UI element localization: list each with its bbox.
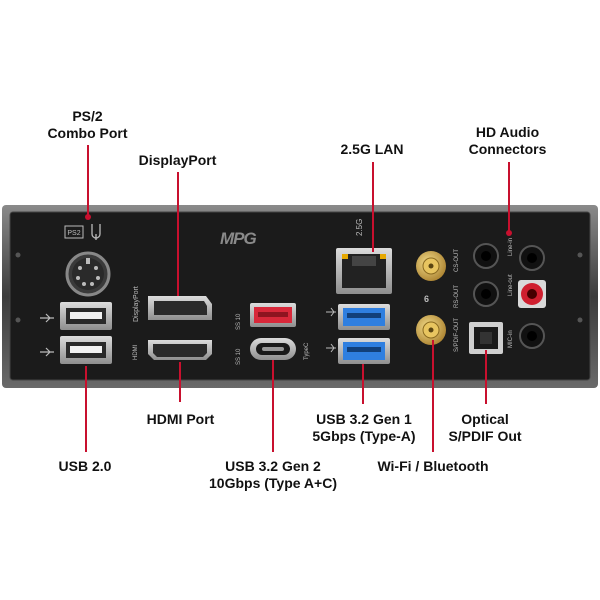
brand-logo: MPG	[220, 229, 257, 248]
svg-text:SS 10: SS 10	[236, 348, 242, 365]
leader-usb32g1	[362, 364, 364, 404]
callout-hd-audio: HD Audio Connectors	[455, 124, 560, 158]
svg-text:6: 6	[424, 294, 429, 304]
lan-port	[336, 248, 392, 294]
usb32g1-ports	[338, 304, 390, 364]
callout-hd-audio-line1: HD Audio	[475, 124, 540, 140]
callout-hdmi: HDMI Port	[128, 411, 233, 428]
hdmi-logo-text: HDMI	[133, 344, 139, 360]
callout-ps2-line2: Combo Port	[47, 125, 128, 141]
callout-displayport: DisplayPort	[120, 152, 235, 169]
leader-hd-audio	[508, 162, 510, 232]
callout-spdif: Optical S/PDIF Out	[438, 411, 532, 445]
audio-jacks	[473, 243, 546, 349]
svg-text:SS 10: SS 10	[236, 313, 242, 330]
leader-spdif	[485, 350, 487, 404]
callout-spdif-line2: S/PDIF Out	[448, 428, 522, 444]
callout-lan-line1: 2.5G LAN	[340, 141, 404, 157]
callout-usb32g2: USB 3.2 Gen 2 10Gbps (Type A+C)	[198, 458, 348, 492]
usb32g2-typea-port	[250, 303, 296, 327]
leader-displayport	[177, 172, 179, 296]
svg-text:PS2: PS2	[67, 230, 80, 237]
callout-ps2: PS/2 Combo Port	[30, 108, 145, 142]
usb20-ports	[60, 302, 112, 364]
leader-dot-ps2	[85, 214, 91, 220]
callout-spdif-line1: Optical	[461, 411, 509, 427]
leader-hdmi	[179, 362, 181, 402]
leader-lan	[372, 162, 374, 252]
callout-usb20: USB 2.0	[40, 458, 130, 475]
callout-lan: 2.5G LAN	[320, 141, 424, 158]
leader-usb32g2	[272, 360, 274, 452]
callout-usb32g1-line1: USB 3.2 Gen 1	[316, 411, 412, 427]
svg-text:CS-OUT: CS-OUT	[454, 249, 460, 272]
callout-usb32g2-line1: USB 3.2 Gen 2	[225, 458, 321, 474]
usb32g2-typec-port	[250, 338, 296, 360]
spdif-port	[469, 322, 503, 354]
callout-hdmi-line1: HDMI Port	[146, 411, 215, 427]
leader-ps2	[87, 145, 89, 217]
lan-speed-text: 2.5G	[355, 219, 364, 236]
callout-usb32g2-line2: 10Gbps (Type A+C)	[209, 475, 337, 491]
callout-usb20-line1: USB 2.0	[58, 458, 112, 474]
callout-wifi-bt-line1: Wi-Fi / Bluetooth	[377, 458, 489, 474]
leader-usb20	[85, 366, 87, 452]
wifi-antenna-bottom	[416, 315, 446, 345]
svg-text:Line-in: Line-in	[508, 238, 514, 256]
wifi-antenna-top	[416, 251, 446, 281]
leader-wifi	[432, 340, 434, 452]
callout-wifi-bt: Wi-Fi / Bluetooth	[366, 458, 500, 475]
callout-usb32g1-line2: 5Gbps (Type-A)	[312, 428, 416, 444]
svg-text:DisplayPort: DisplayPort	[133, 286, 140, 322]
panel-face	[10, 212, 590, 380]
svg-text:RS-OUT: RS-OUT	[454, 285, 460, 308]
svg-text:S/PDIF-OUT: S/PDIF-OUT	[454, 318, 460, 352]
callout-displayport-line1: DisplayPort	[138, 152, 217, 168]
callout-usb32g1: USB 3.2 Gen 1 5Gbps (Type-A)	[300, 411, 428, 445]
typec-text: TypeC	[304, 342, 310, 360]
svg-text:MIC-in: MIC-in	[508, 330, 514, 348]
callout-ps2-line1: PS/2	[72, 108, 103, 124]
callout-hd-audio-line2: Connectors	[468, 141, 547, 157]
svg-text:Line-out: Line-out	[508, 274, 514, 296]
leader-dot-hd-audio	[506, 230, 512, 236]
